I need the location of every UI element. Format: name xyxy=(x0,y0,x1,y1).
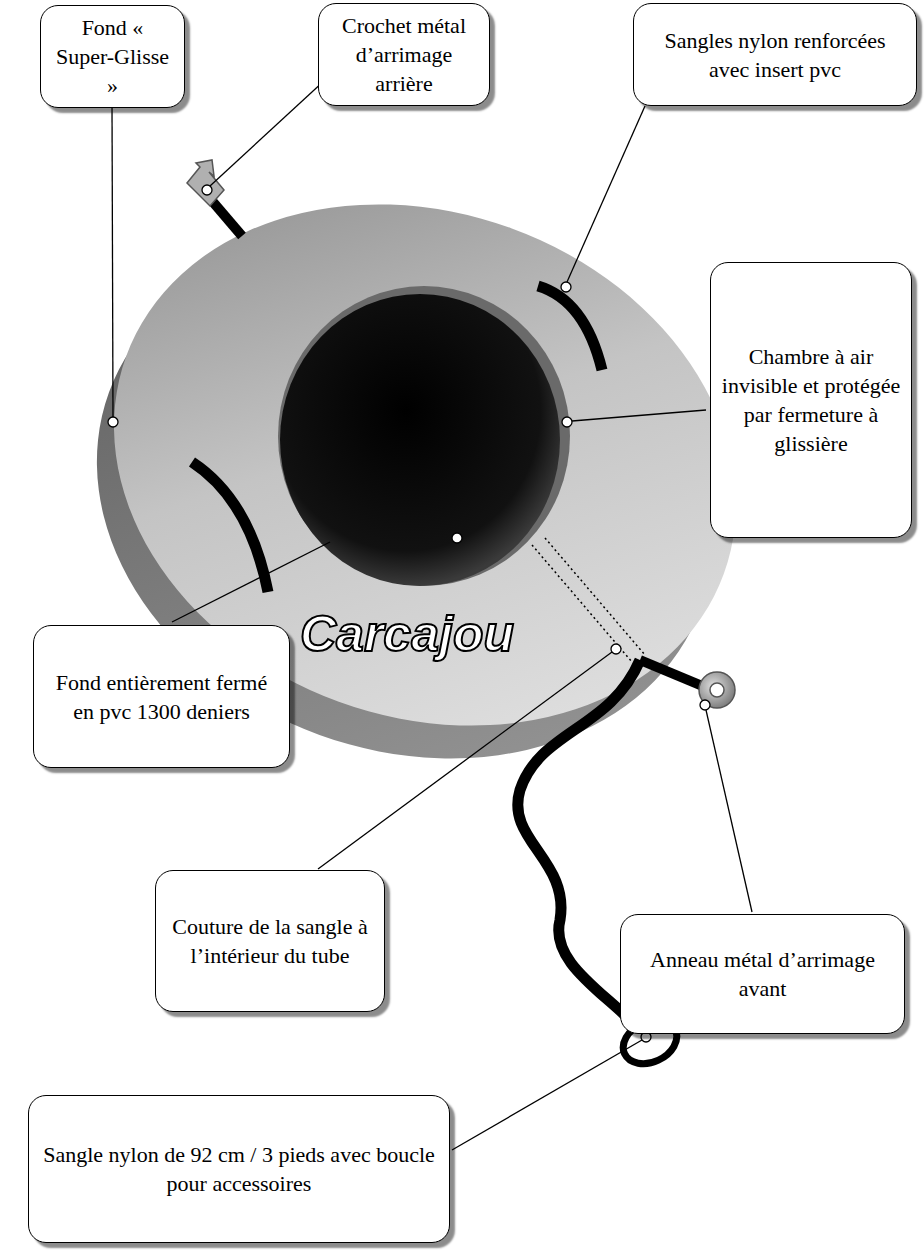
tube-top xyxy=(40,119,810,810)
callout-text: Fond entièrement fermé en pvc 1300 denie… xyxy=(44,668,279,726)
seam-line xyxy=(532,545,632,662)
callout-text: Fond « Super-Glisse » xyxy=(51,13,174,100)
brand-name: Carcajou xyxy=(300,606,514,662)
callout-box: Crochet métal d’arrimage arrière xyxy=(318,3,490,106)
callout-box: Sangles nylon renforcées avec insert pvc xyxy=(633,3,917,106)
callout-text: Sangle nylon de 92 cm / 3 pieds avec bou… xyxy=(39,1140,439,1198)
callout-box: Couture de la sangle à l’intérieur du tu… xyxy=(155,870,385,1012)
nylon-strap xyxy=(538,286,602,370)
callout-box: Sangle nylon de 92 cm / 3 pieds avec bou… xyxy=(28,1095,450,1243)
metal-hook xyxy=(187,160,224,206)
callout-text: Crochet métal d’arrimage arrière xyxy=(329,11,479,98)
callout-text: Couture de la sangle à l’intérieur du tu… xyxy=(166,912,374,970)
nylon-strap xyxy=(192,462,268,592)
metal-ring-hole xyxy=(710,683,724,697)
hole-rim xyxy=(278,286,570,586)
callout-box: Chambre à air invisible et protégée par … xyxy=(710,262,912,538)
callout-box: Fond « Super-Glisse » xyxy=(40,5,185,108)
callout-text: Chambre à air invisible et protégée par … xyxy=(721,342,901,458)
callout-text: Anneau métal d’arrimage avant xyxy=(631,945,894,1003)
leader-dots xyxy=(108,185,710,1042)
seam-line xyxy=(545,538,645,655)
air-chamber-hole xyxy=(280,294,560,586)
callout-box: Fond entièrement fermé en pvc 1300 denie… xyxy=(33,625,290,768)
callout-box: Anneau métal d’arrimage avant xyxy=(620,914,905,1034)
callout-text: Sangles nylon renforcées avec insert pvc xyxy=(644,26,906,84)
